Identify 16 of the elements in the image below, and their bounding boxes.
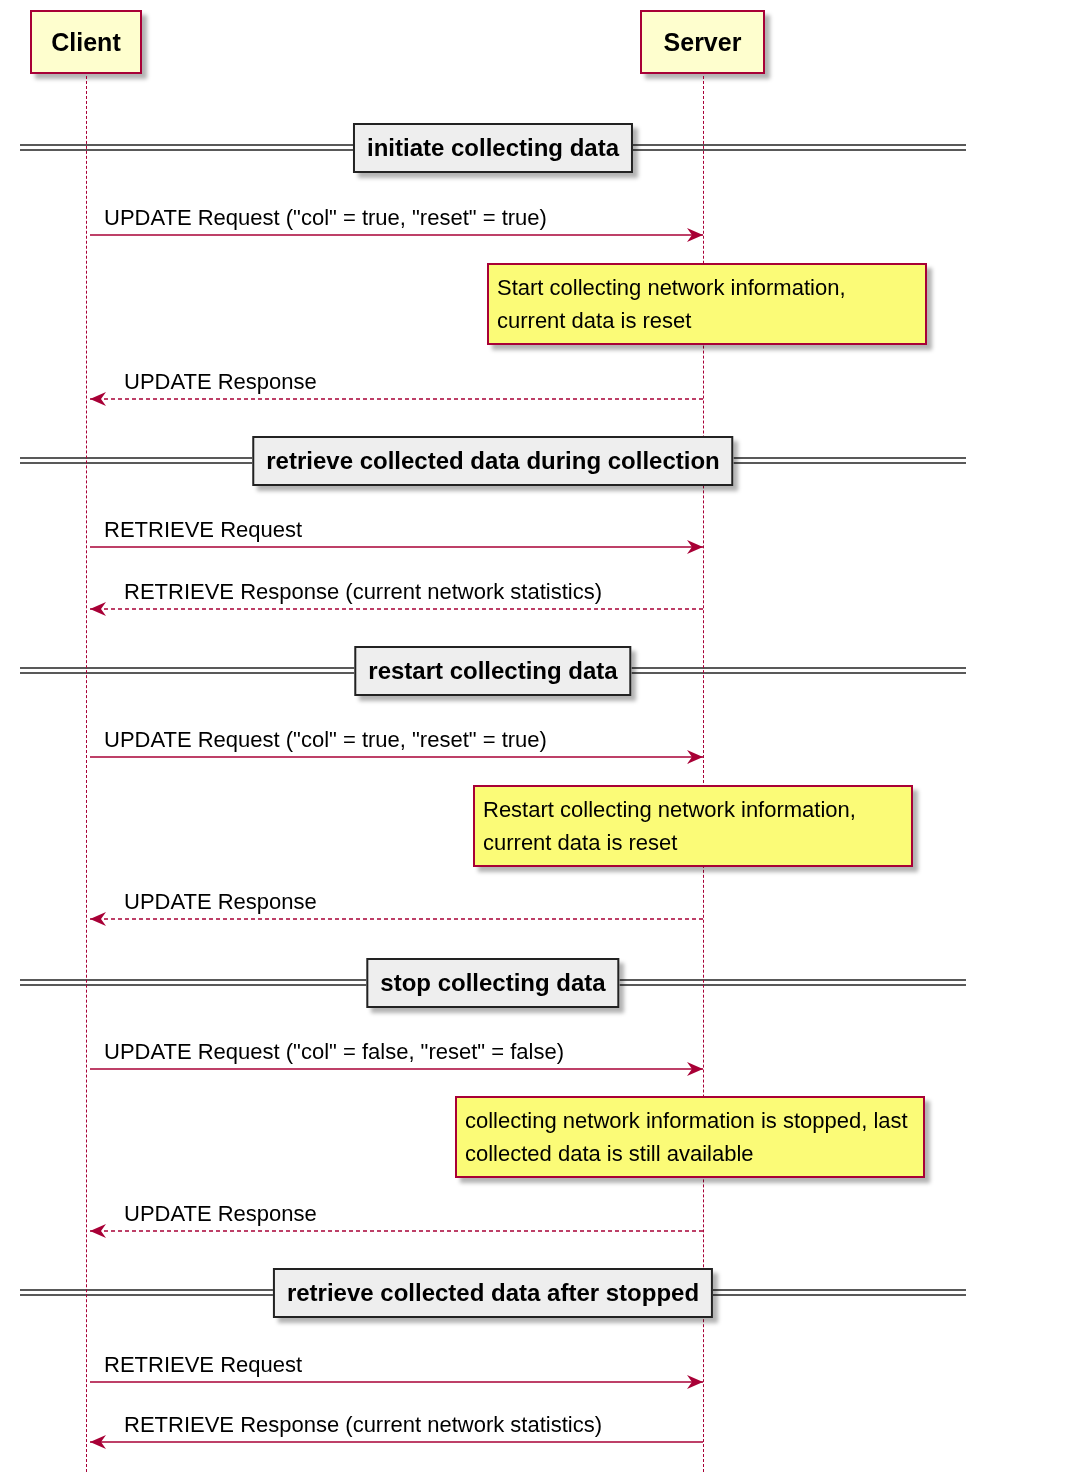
message-arrow [89, 228, 704, 242]
message-arrow [89, 1375, 704, 1389]
message-arrow [89, 750, 704, 764]
message-arrow [89, 1062, 704, 1076]
participant-box: Client [30, 10, 142, 74]
lifeline [86, 76, 90, 1472]
message-arrow [89, 392, 704, 406]
message-arrow [89, 1435, 704, 1449]
note: collecting network information is stopped, last collected data is still available [455, 1096, 925, 1178]
message-arrow [89, 602, 704, 616]
message-arrow [89, 1224, 704, 1238]
participant-box: Server [640, 10, 765, 74]
message-arrow [89, 912, 704, 926]
note: Restart collecting network information, current data is reset [473, 785, 913, 867]
message-arrow [89, 540, 704, 554]
note: Start collecting network information, current data is reset [487, 263, 927, 345]
